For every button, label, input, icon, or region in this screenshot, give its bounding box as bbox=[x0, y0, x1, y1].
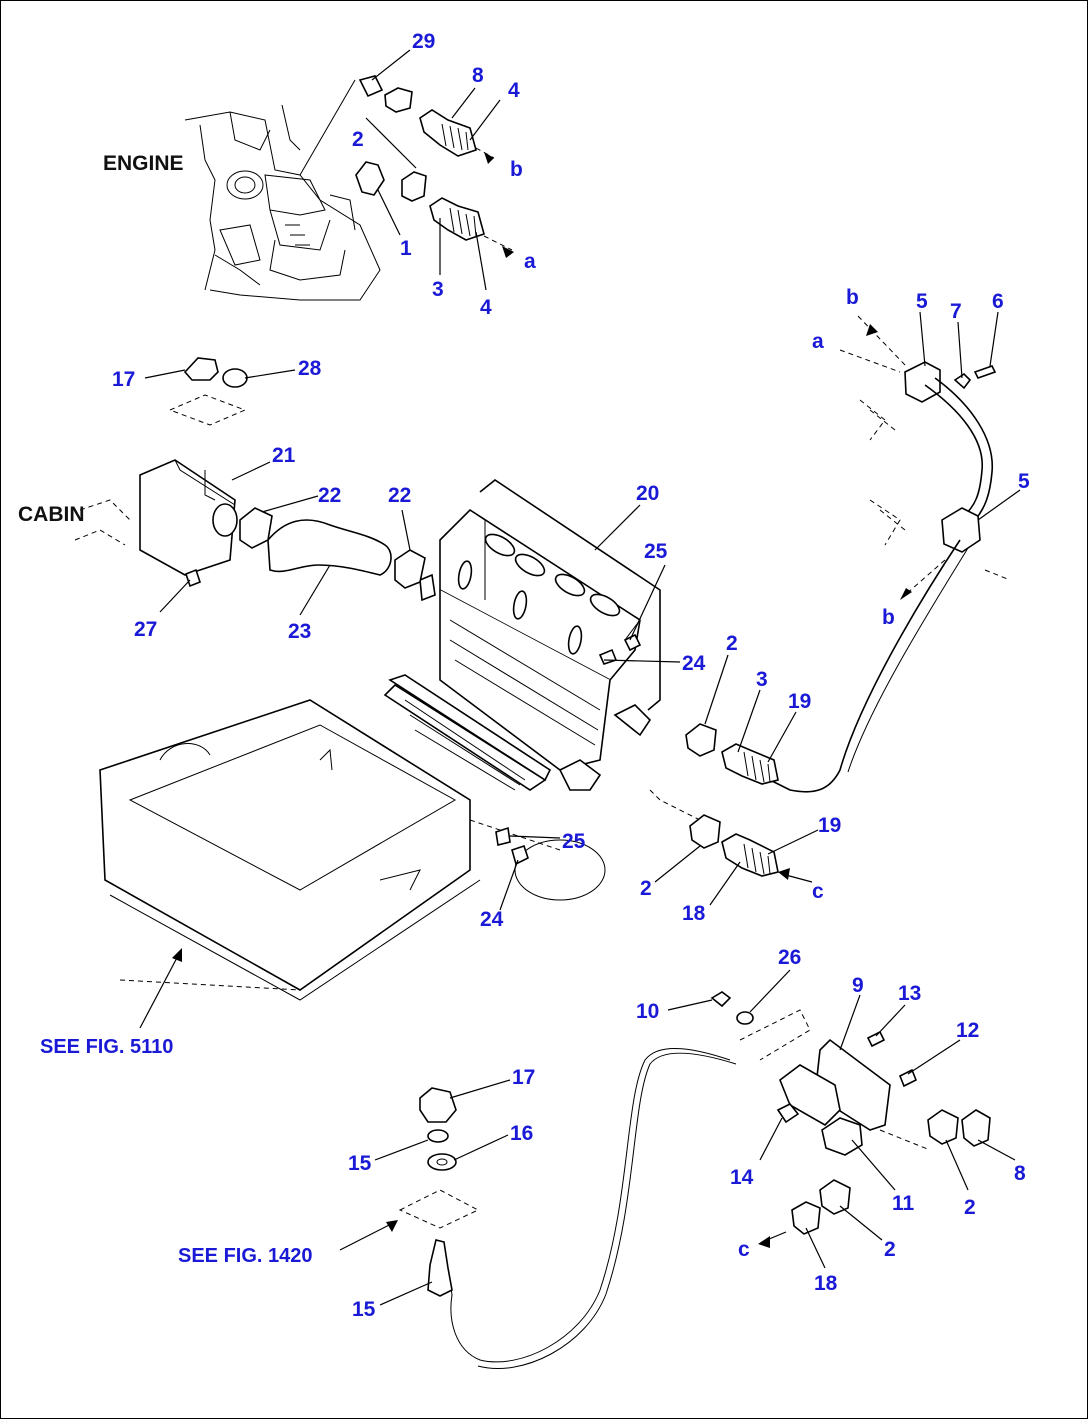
callout-4-top: 4 bbox=[508, 79, 520, 102]
callout-18-low: 18 bbox=[682, 902, 706, 925]
callout-16: 16 bbox=[510, 1122, 533, 1145]
callout-25-top: 25 bbox=[644, 540, 668, 563]
callout-2-top: 2 bbox=[352, 128, 364, 151]
callout-6: 6 bbox=[992, 290, 1004, 313]
pipe-assembly bbox=[769, 311, 1021, 793]
callout-22-right: 22 bbox=[388, 484, 411, 507]
callout-7: 7 bbox=[950, 300, 962, 323]
heater-unit bbox=[383, 479, 681, 791]
callout-12: 12 bbox=[956, 1019, 979, 1042]
floor-plate bbox=[99, 699, 701, 1029]
callout-9: 9 bbox=[852, 974, 864, 997]
callout-8-bottom: 8 bbox=[1014, 1162, 1026, 1185]
callout-c-bottom: c bbox=[738, 1238, 750, 1261]
callout-8-top: 8 bbox=[472, 64, 484, 87]
callout-3-mid: 3 bbox=[756, 668, 768, 691]
callout-24-top: 24 bbox=[682, 652, 706, 675]
callout-22-left: 22 bbox=[318, 484, 341, 507]
callout-23: 23 bbox=[288, 620, 311, 643]
callout-15-a: 15 bbox=[348, 1152, 372, 1175]
callout-20: 20 bbox=[636, 482, 659, 505]
callout-17-top: 17 bbox=[112, 368, 135, 391]
callout-21: 21 bbox=[272, 444, 296, 467]
callout-26: 26 bbox=[778, 946, 801, 969]
callout-14: 14 bbox=[730, 1166, 754, 1189]
callout-28: 28 bbox=[298, 357, 322, 380]
callout-5-top: 5 bbox=[916, 290, 928, 313]
callout-25-low: 25 bbox=[562, 830, 586, 853]
callout-5-mid: 5 bbox=[1018, 470, 1030, 493]
callout-17-bottom: 17 bbox=[512, 1066, 535, 1089]
callout-2-bottom-2: 2 bbox=[884, 1238, 896, 1261]
valve-assembly bbox=[449, 969, 1016, 1370]
callout-1: 1 bbox=[400, 237, 412, 260]
callout-19-low: 19 bbox=[818, 814, 841, 837]
callout-27: 27 bbox=[134, 618, 157, 641]
callout-15-b: 15 bbox=[352, 1298, 376, 1321]
callout-2-low: 2 bbox=[640, 877, 652, 900]
callout-11: 11 bbox=[892, 1192, 915, 1215]
cabin-duct-parts bbox=[74, 357, 426, 616]
callout-2-mid: 2 bbox=[726, 632, 738, 655]
callout-3-top: 3 bbox=[432, 278, 444, 301]
callout-19-top: 19 bbox=[788, 690, 811, 713]
callout-b-right: b bbox=[846, 286, 859, 309]
callout-4-mid: 4 bbox=[480, 296, 492, 319]
callout-2-bottom-1: 2 bbox=[964, 1196, 976, 1219]
callout-10: 10 bbox=[636, 1000, 659, 1023]
callout-a-right: a bbox=[812, 330, 824, 353]
callout-c-low: c bbox=[812, 880, 824, 903]
callout-29: 29 bbox=[412, 30, 435, 53]
callout-b-top: b bbox=[510, 158, 523, 181]
see-fig-1420-label: SEE FIG. 1420 bbox=[178, 1245, 313, 1267]
switch-assembly bbox=[339, 1079, 511, 1306]
cabin-label: CABIN bbox=[18, 503, 85, 526]
engine-fittings bbox=[355, 49, 514, 258]
callout-a-top: a bbox=[524, 250, 536, 273]
heater-hose-parts bbox=[495, 654, 819, 911]
callout-13: 13 bbox=[898, 982, 921, 1005]
engine-label: ENGINE bbox=[103, 152, 184, 175]
engine-leaders bbox=[377, 87, 501, 291]
engine-sketch bbox=[184, 79, 381, 301]
see-fig-5110-label: SEE FIG. 5110 bbox=[40, 1036, 173, 1058]
callout-24-low: 24 bbox=[480, 908, 504, 931]
callout-b-mid: b bbox=[882, 606, 895, 629]
callout-18-bottom: 18 bbox=[814, 1272, 838, 1295]
